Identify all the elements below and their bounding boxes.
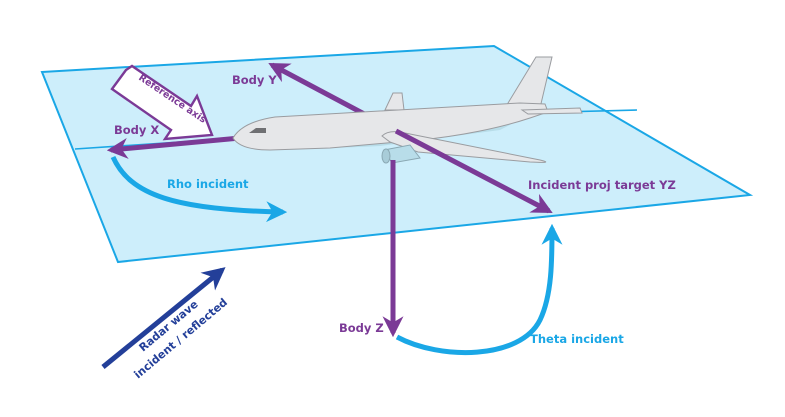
airliner-icon xyxy=(232,56,583,164)
incident-proj-label: Incident proj target YZ xyxy=(528,178,676,192)
rho-incident-arrow xyxy=(110,155,288,223)
theta-incident-label: Theta incident xyxy=(530,332,624,346)
incident-proj-yz-arrow xyxy=(394,128,553,214)
rho-incident-label: Rho incident xyxy=(167,177,249,191)
body-x-axis-arrow xyxy=(106,135,241,159)
body-x-label: Body X xyxy=(114,123,159,137)
body-y-label: Body Y xyxy=(232,73,277,87)
body-y-axis-arrow xyxy=(268,62,370,119)
theta-incident-arrow xyxy=(395,223,563,356)
hollow-arrow-icon xyxy=(110,64,214,141)
radar-wave-arrow xyxy=(101,267,226,369)
body-z-label: Body Z xyxy=(339,321,384,335)
